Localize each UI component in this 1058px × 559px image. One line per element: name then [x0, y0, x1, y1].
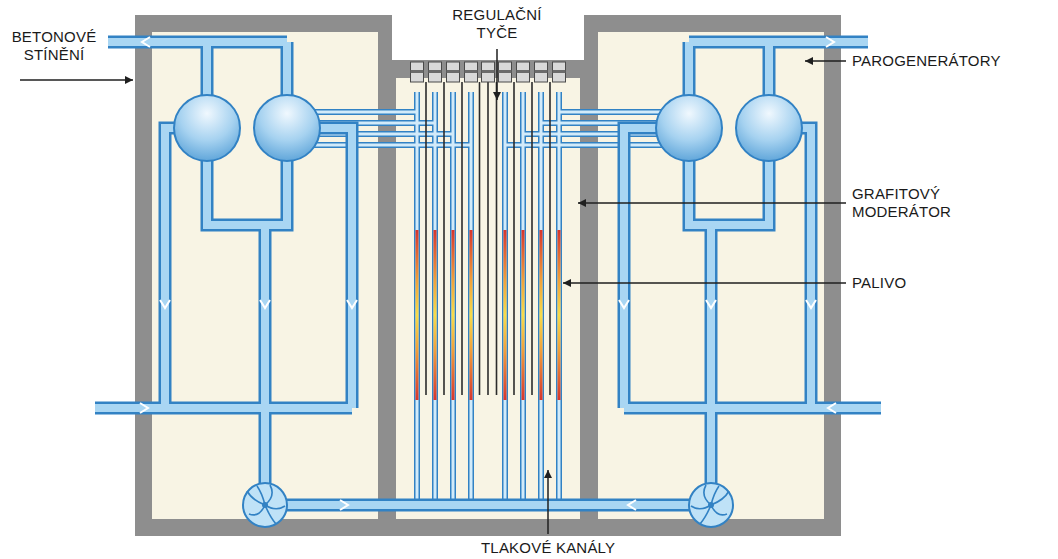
- fuel-rod: [522, 230, 525, 400]
- control-rod: [461, 82, 463, 395]
- flow-chevron: [140, 403, 148, 413]
- fuel-rod: [470, 230, 473, 400]
- rod-drive-band: [482, 70, 495, 73]
- leader-lines: [20, 49, 846, 534]
- rod-drive: [499, 62, 512, 82]
- pump-hub: [262, 502, 268, 508]
- cooling-loop: [95, 37, 488, 527]
- rod-drive: [411, 62, 424, 82]
- rod-drive-band: [465, 70, 478, 73]
- pipe-outline: [300, 92, 471, 505]
- fuel-rod: [540, 230, 543, 400]
- rod-drive-band: [517, 70, 530, 73]
- control-rod: [425, 82, 427, 395]
- rod-drive: [482, 62, 495, 82]
- rod-drive-band: [535, 70, 548, 73]
- rod-drive-bands: [411, 70, 566, 73]
- rod-drive-band: [499, 70, 512, 73]
- callout-label: TLAKOVÉ KANÁLY: [481, 539, 615, 557]
- leader-arrow: [805, 60, 846, 62]
- fuel-rod: [504, 230, 507, 400]
- fuel-rod: [416, 230, 419, 400]
- callout-label: PALIVO: [852, 274, 906, 292]
- pump: [243, 483, 287, 527]
- control-rods: [426, 82, 550, 395]
- flow-chevron: [142, 37, 150, 47]
- control-rod: [496, 82, 498, 395]
- fuel-rod: [434, 230, 437, 400]
- rod-drive: [553, 62, 566, 82]
- control-rod: [549, 82, 551, 395]
- rod-drive: [429, 62, 442, 82]
- leader-arrow: [563, 282, 846, 284]
- control-rod: [443, 82, 445, 395]
- callout-label: BETONOVÉ STÍNĚNÍ: [4, 28, 104, 64]
- callout-label: REGULAČNÍ TYČE: [437, 6, 557, 42]
- callout-label: GRAFITOVÝ MODERÁTOR: [852, 185, 992, 221]
- control-rod: [487, 82, 489, 395]
- flow-chevron: [160, 300, 170, 308]
- control-rod: [479, 82, 481, 395]
- rod-drive-band: [429, 70, 442, 73]
- rod-drive: [447, 62, 460, 82]
- pipe-outline: [95, 42, 488, 505]
- leader-arrow: [578, 202, 846, 204]
- cooling-loop: [488, 37, 881, 527]
- control-rod: [531, 82, 533, 395]
- leader-arrow: [496, 49, 498, 100]
- rod-drive: [465, 62, 478, 82]
- leader-arrow: [547, 470, 549, 534]
- pipe-fill: [95, 42, 488, 505]
- callout-label: PAROGENERÁTORY: [852, 52, 1001, 70]
- rod-drive: [517, 62, 530, 82]
- rod-drives: [411, 62, 566, 82]
- fuel-rod: [452, 230, 455, 400]
- steam-generator: [174, 95, 240, 161]
- pump-impeller: [247, 485, 285, 524]
- steam-generator: [254, 95, 320, 161]
- leader-arrow: [20, 79, 133, 81]
- rod-drive: [535, 62, 548, 82]
- flow-chevron: [260, 300, 270, 308]
- flow-chevron: [340, 500, 348, 510]
- rod-drive-band: [411, 70, 424, 73]
- flow-chevron: [347, 300, 357, 308]
- rod-drive-band: [447, 70, 460, 73]
- rod-drive-band: [553, 70, 566, 73]
- fuel-rod: [558, 230, 561, 400]
- concrete-shield: [135, 15, 841, 536]
- pipe-fill: [300, 92, 471, 505]
- control-rod: [513, 82, 515, 395]
